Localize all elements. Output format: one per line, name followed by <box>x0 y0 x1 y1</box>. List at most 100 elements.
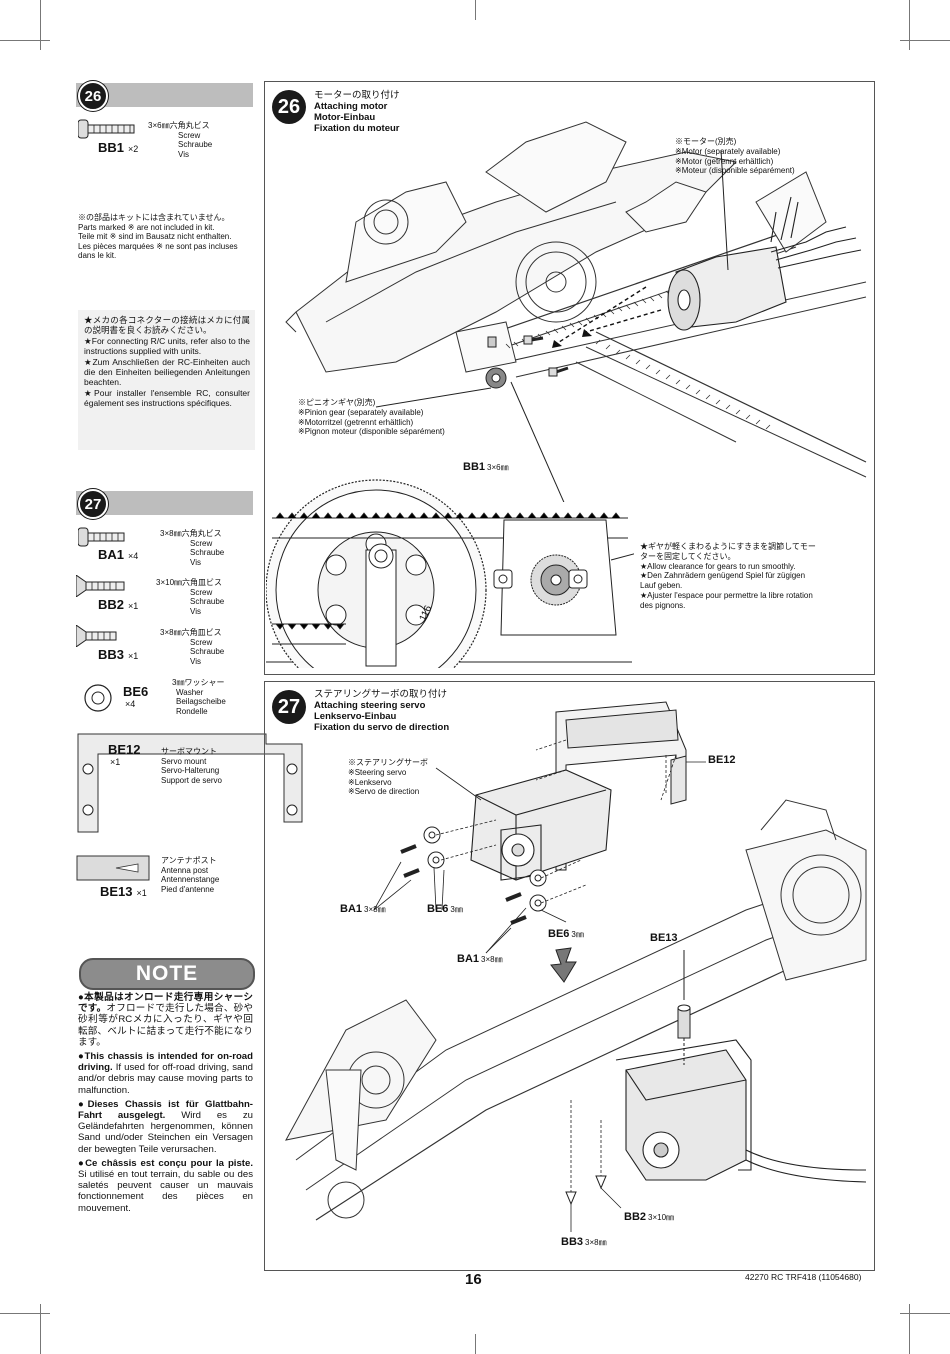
part-qty: ×1 <box>110 757 121 767</box>
bb1-screw-icon <box>78 119 135 139</box>
note-line: ★ギヤが軽くまわるようにすきまを調節してモーターを固定してください。 <box>640 542 816 561</box>
parts-not-included-note: ※の部品はキットには含まれていません。 Parts marked ※ are n… <box>78 213 248 261</box>
step27-big-number: 27 <box>272 690 306 724</box>
step27-number-badge: 27 <box>78 489 108 519</box>
note-paragraph: ●This chassis is intended for on-road dr… <box>78 1051 253 1096</box>
desc-de: Servo-Halterung <box>161 766 220 775</box>
crop-mark <box>40 1304 41 1354</box>
note-line: ★Allow clearance for gears to run smooth… <box>640 561 796 571</box>
note-line: ★Pour installer l'ensemble RC, consulter… <box>84 387 250 409</box>
part-qty: ×1 <box>136 888 147 898</box>
step26-number-badge: 26 <box>78 81 108 111</box>
desc-jp: アンテナポスト <box>161 856 217 865</box>
note-line: ★For connecting R/C units, refer also to… <box>84 335 250 357</box>
servo-mount-icon <box>77 733 303 833</box>
desc-de: Schraube <box>190 548 225 557</box>
part-qty: ×4 <box>128 551 139 561</box>
part-qty: ×2 <box>128 144 139 154</box>
note-line: ※Moteur (disponible séparément) <box>675 166 795 176</box>
desc-de: Schraube <box>190 597 225 606</box>
callout-code: BB1 <box>463 461 486 473</box>
note-line: ※Motorritzel (getrennt erhältlich) <box>298 417 414 427</box>
callout-code: BE6 <box>548 928 570 940</box>
gear-detail-illustration <box>266 465 634 668</box>
title-en: Attaching motor <box>314 101 388 112</box>
pinion-note: ※ピニオンギヤ(別売) ※Pinion gear (separately ava… <box>298 398 445 437</box>
desc-fr: Vis <box>190 557 201 567</box>
callout-size: 3×8㎜ <box>364 905 386 914</box>
note-heading: NOTE <box>79 958 255 990</box>
part-qty: ×1 <box>128 601 139 611</box>
crop-mark <box>40 0 41 50</box>
note-line: ※Motor (getrennt erhältlich) <box>675 156 774 166</box>
desc-fr: Pied d'antenne <box>161 884 215 894</box>
note-line: Teile mit ※ sind im Bausatz nicht enthal… <box>78 232 232 241</box>
desc-en: Washer <box>176 687 204 697</box>
part-desc-be12: サーボマウント Servo mount Servo-Halterung Supp… <box>161 747 222 785</box>
title-fr: Fixation du moteur <box>314 123 400 134</box>
note-line: ※の部品はキットには含まれていません。 <box>78 213 230 222</box>
note-body: If used for off-road driving, sand and/o… <box>78 1062 254 1096</box>
note-body: Si utilisé en tout terrain, du sable ou … <box>78 1169 253 1214</box>
part-code: BB2 <box>98 597 125 612</box>
note-line: Parts marked ※ are not included in kit. <box>78 222 215 232</box>
callout-size: 3×10㎜ <box>648 1213 675 1222</box>
part-code: BE12 <box>108 742 141 757</box>
note-line: ★Zum Anschließen der RC-Einheiten auch d… <box>84 356 250 388</box>
callout-code: BE6 <box>427 903 449 915</box>
desc-de: Antennenstange <box>161 875 220 884</box>
step26-panel <box>264 81 875 675</box>
step26-title: モーターの取り付け Attaching motor Motor-Einbau F… <box>314 90 400 134</box>
callout-code: BB3 <box>561 1236 584 1248</box>
ba1-screw-icon <box>78 527 125 547</box>
desc-jp: 3×8㎜六角丸ビス <box>160 529 222 538</box>
rc-connector-note: ★メカの各コネクターの接続はメカに付属の説明書を良くお読みください。 ★For … <box>84 315 250 409</box>
note-line: ★Den Zahnrädern genügend Spiel für zügig… <box>640 571 806 591</box>
step27-title: ステアリングサーボの取り付け Attaching steering servo … <box>314 689 449 733</box>
crop-mark <box>0 40 50 41</box>
be12-callout: BE12 <box>708 754 736 766</box>
note-line: ※Lenkservo <box>348 777 392 787</box>
note-line: ※ステアリングサーボ <box>348 758 428 767</box>
callout-code: BA1 <box>340 903 363 915</box>
crop-mark <box>475 1334 476 1354</box>
part-code-bb2: BB2×1 <box>98 597 138 612</box>
desc-en: Screw <box>190 538 213 548</box>
bb2-screw-icon <box>76 575 125 597</box>
clearance-note: ★ギヤが軽くまわるようにすきまを調節してモーターを固定してください。 ★Allo… <box>640 542 820 611</box>
title-fr: Fixation du servo de direction <box>314 722 450 733</box>
chassis-motor-illustration <box>285 121 867 502</box>
title-jp: モーターの取り付け <box>314 90 400 101</box>
step26-big-number: 26 <box>272 90 306 124</box>
desc-fr: Support de servo <box>161 775 222 785</box>
bb3-screw-icon <box>76 625 117 647</box>
part-code: BA1 <box>98 547 125 562</box>
title-en: Attaching steering servo <box>314 700 426 711</box>
note-line: ※Pinion gear (separately available) <box>298 407 424 417</box>
callout-size: 3×8㎜ <box>585 1238 607 1247</box>
part-desc-bb1: 3×6㎜六角丸ビス Screw Schraube Vis <box>148 121 212 159</box>
desc-jp: 3㎜ワッシャー <box>172 678 225 687</box>
note-body: Wird es zu Geländefahrten hergenommen, k… <box>78 1110 253 1155</box>
crop-mark <box>900 40 950 41</box>
part-code-bb3: BB3×1 <box>98 647 138 662</box>
desc-jp: 3×10㎜六角皿ビス <box>156 578 223 587</box>
note-bold: ●Dieses Chassis ist für Glattbahn-Fahrt … <box>78 1098 253 1122</box>
part-code: BB1 <box>98 140 125 155</box>
part-code-be6: BE6 ×4 <box>123 685 148 711</box>
title-de: Motor-Einbau <box>314 112 376 123</box>
desc-en: Screw <box>190 637 213 647</box>
note-line: ※Servo de direction <box>348 787 420 797</box>
desc-jp: サーボマウント <box>161 747 217 756</box>
note-paragraph: ●Ce châssis est conçu pour la piste. Si … <box>78 1158 253 1214</box>
part-code-be13: BE13×1 <box>100 884 147 899</box>
note-line: ※モーター(別売) <box>675 137 737 146</box>
crop-mark <box>909 0 910 50</box>
title-jp: ステアリングサーボの取り付け <box>314 689 448 700</box>
callout-code: BA1 <box>457 953 480 965</box>
part-desc-bb3: 3×8㎜六角皿ビス Screw Schraube Vis <box>160 628 224 666</box>
